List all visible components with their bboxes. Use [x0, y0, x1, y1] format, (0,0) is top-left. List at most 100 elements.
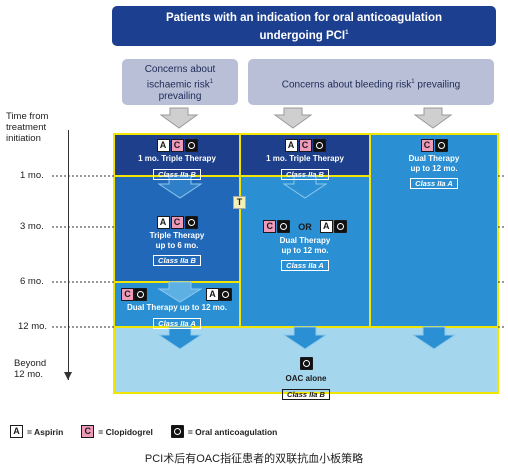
beyond-line2: 12 mo.	[14, 369, 44, 380]
grey-arrow-2	[273, 107, 313, 129]
col1-bottom-class-wrap: Class IIa A	[116, 313, 238, 331]
col2-top-name: 1 mo. Triple Therapy	[266, 154, 344, 163]
col2-top-content: A C 1 mo. Triple Therapy Class IIa B	[242, 139, 368, 182]
legend-oac-badge-icon	[170, 425, 184, 438]
legend-clopidogrel-badge: C	[81, 425, 95, 438]
oac-badge-icon	[277, 220, 291, 233]
oac-alone-name: OAC alone	[285, 374, 327, 383]
ischaemic-line3: prevailing	[158, 91, 202, 103]
col3-class: Class IIa A	[410, 178, 458, 189]
col3-content: C Dual Therapy up to 12 mo. Class IIa A	[372, 139, 496, 191]
ischaemic-line1: Concerns about	[144, 64, 216, 75]
clopidogrel-badge: C	[170, 139, 184, 152]
clopidogrel-badge: C	[170, 216, 184, 229]
col3-class-wrap: Class IIa A	[372, 173, 496, 191]
flow-arrow-col2-a	[282, 175, 328, 199]
col2-mid-badges: C OR A	[242, 220, 368, 233]
col1-bottom-badges-left: C	[121, 286, 147, 304]
col1-top-content: A C 1 mo. Triple Therapy Class IIa B	[116, 139, 238, 182]
bleeding-concern-box: Concerns about bleeding risk1 prevailing	[248, 59, 494, 105]
aspirin-badge: A	[319, 220, 333, 233]
col3-panel	[369, 133, 499, 328]
col3-badges: C	[372, 139, 496, 152]
timeline-label-3mo: 3 mo.	[20, 221, 44, 232]
col2-mid-name2: up to 12 mo.	[281, 245, 329, 255]
title-line1: Patients with an indication for oral ant…	[165, 12, 443, 24]
oac-badge-icon	[219, 288, 232, 302]
timeline-arrowhead	[64, 372, 72, 380]
flow-arrow-col2-b	[282, 326, 328, 350]
oac-badge-icon	[434, 139, 448, 152]
legend-aspirin-text: = Aspirin	[27, 426, 64, 437]
aspirin-badge: A	[206, 288, 219, 302]
t-marker: T	[233, 196, 246, 209]
title-line2: undergoing PCI	[259, 29, 346, 42]
title-line2-wrap: undergoing PCI1	[112, 26, 496, 44]
grey-arrow-3	[413, 107, 453, 129]
or-label: OR	[298, 221, 312, 232]
col1-mid-content: A C Triple Therapy up to 6 mo. Class IIa…	[116, 216, 238, 268]
timeline-label-6mo: 6 mo.	[20, 276, 44, 287]
col2-mid-name1: Dual Therapy	[279, 236, 331, 245]
col1-top-badges: A C	[116, 139, 238, 152]
oac-alone-class: Class IIa B	[282, 389, 330, 400]
oac-badge-icon	[312, 139, 326, 152]
oac-badge-icon	[134, 288, 147, 302]
timeline-label-beyond: Beyond 12 mo.	[14, 358, 46, 380]
aspirin-badge: A	[156, 139, 170, 152]
ischaemic-line2-wrap: ischaemic risk1	[122, 76, 238, 91]
oac-badge-icon	[184, 139, 198, 152]
flow-arrow-col1-b	[157, 281, 203, 303]
bleeding-text: Concerns about bleeding risk	[281, 79, 412, 91]
timeline-label-12mo: 12 mo.	[18, 321, 48, 332]
aspirin-badge: A	[156, 216, 170, 229]
oac-badge-icon	[184, 216, 198, 229]
flow-arrow-col1-a	[157, 175, 203, 199]
grey-arrow-1	[159, 107, 199, 129]
col2-mid-class: Class IIa A	[281, 260, 329, 271]
col1-bottom-name: Dual Therapy up to 12 mo.	[126, 303, 227, 312]
timeline-header-1: Time from	[6, 111, 49, 122]
ischaemic-concern-box: Concerns about ischaemic risk1 prevailin…	[122, 59, 238, 105]
col1-mid-badges: A C	[116, 216, 238, 229]
clopidogrel-badge: C	[420, 139, 434, 152]
col1-bottom-badges-right: A	[206, 286, 232, 304]
flow-arrow-col3	[411, 326, 457, 350]
legend-oac-text: = Oral anticoagulation	[187, 426, 278, 437]
col2-mid-content: C OR A Dual Therapy up to 12 mo. Class I…	[242, 220, 368, 273]
diagram-title: Patients with an indication for oral ant…	[112, 6, 496, 46]
title-sup: 1	[345, 30, 349, 36]
beyond-line1: Beyond	[14, 358, 47, 369]
col1-top-class-wrap: Class IIa B	[116, 164, 238, 182]
col2-top-class: Class IIa B	[281, 168, 329, 180]
aspirin-badge: A	[284, 139, 298, 152]
timeline-header-2: treatment	[6, 122, 47, 133]
legend-clopidogrel-text: = Clopidogrel	[98, 426, 153, 437]
clopidogrel-badge: C	[121, 288, 134, 302]
clopidogrel-badge: C	[263, 220, 277, 233]
col3-name2: up to 12 mo.	[410, 163, 458, 173]
oac-alone-badge-wrap	[246, 355, 366, 373]
oac-alone-class-wrap: Class IIa B	[246, 384, 366, 402]
col1-bottom-class: Class IIa A	[153, 317, 201, 329]
ischaemic-sup: 1	[209, 79, 214, 85]
timeline-header: Time from treatment initiation	[6, 111, 48, 144]
col1-top-class: Class IIa B	[153, 168, 201, 180]
bleeding-sup: 1	[411, 79, 415, 85]
col1-mid-name2: up to 6 mo.	[155, 240, 199, 250]
col1-mid-name1: Triple Therapy	[149, 231, 205, 240]
timeline-label-1mo: 1 mo.	[20, 170, 44, 181]
ischaemic-line2: ischaemic risk	[146, 79, 210, 91]
col2-mid-class-wrap: Class IIa A	[242, 255, 368, 273]
timeline-axis	[68, 130, 69, 380]
figure-caption: PCI术后有OAC指征患者的双联抗血小板策略	[144, 453, 364, 465]
bleeding-tail: prevailing	[414, 79, 461, 91]
legend-aspirin-badge: A	[10, 425, 23, 438]
timeline-header-3: initiation	[6, 133, 41, 144]
col2-top-badges: A C	[242, 139, 368, 152]
oac-alone-content: OAC alone Class IIa B	[246, 355, 366, 402]
col1-bottom-content: Dual Therapy up to 12 mo. Class IIa A	[116, 303, 238, 331]
col1-mid-class: Class IIa B	[153, 255, 201, 266]
col3-name1: Dual Therapy	[408, 154, 460, 163]
